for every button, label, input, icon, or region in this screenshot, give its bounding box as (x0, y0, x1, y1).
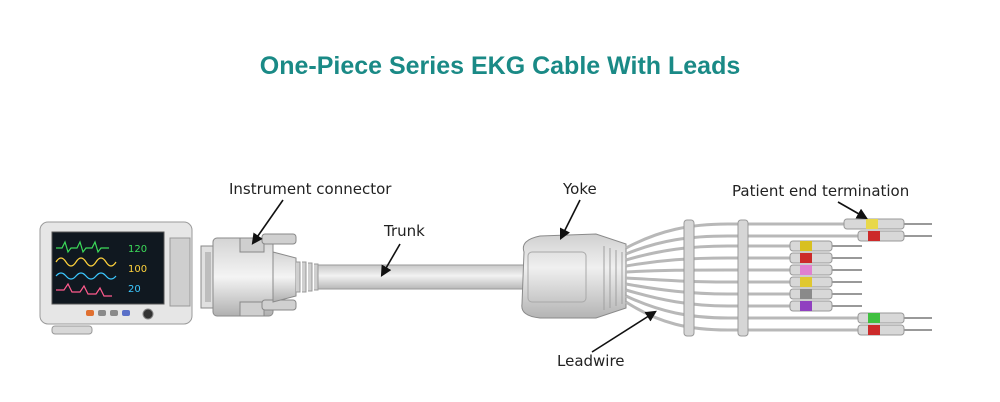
arrow-trunk (380, 243, 401, 277)
instrument-connector (200, 233, 319, 317)
monitor-readout-1: 120 (128, 244, 147, 255)
leadwire-clips (683, 219, 749, 337)
arrow-leadwire (591, 310, 657, 353)
trunk-cable (317, 264, 527, 290)
label-yoke: Yoke (563, 180, 597, 198)
label-leadwire: Leadwire (557, 352, 625, 370)
callout-arrows (251, 199, 868, 353)
monitor-readout-2: 100 (128, 264, 147, 275)
monitor-readout-3: 20 (128, 284, 141, 295)
label-instrument-connector: Instrument connector (229, 180, 392, 198)
label-patient-end-termination: Patient end termination (732, 182, 910, 200)
arrow-instrument-connector (251, 199, 284, 245)
arrow-yoke (559, 199, 581, 241)
leadwires (625, 222, 858, 332)
arrow-patient-end (837, 201, 868, 220)
lead-terminations (789, 218, 932, 336)
page-title: One-Piece Series EKG Cable With Leads (259, 52, 741, 80)
label-trunk: Trunk (384, 222, 425, 240)
yoke (521, 233, 627, 319)
patient-monitor: 120 100 20 (39, 221, 193, 335)
